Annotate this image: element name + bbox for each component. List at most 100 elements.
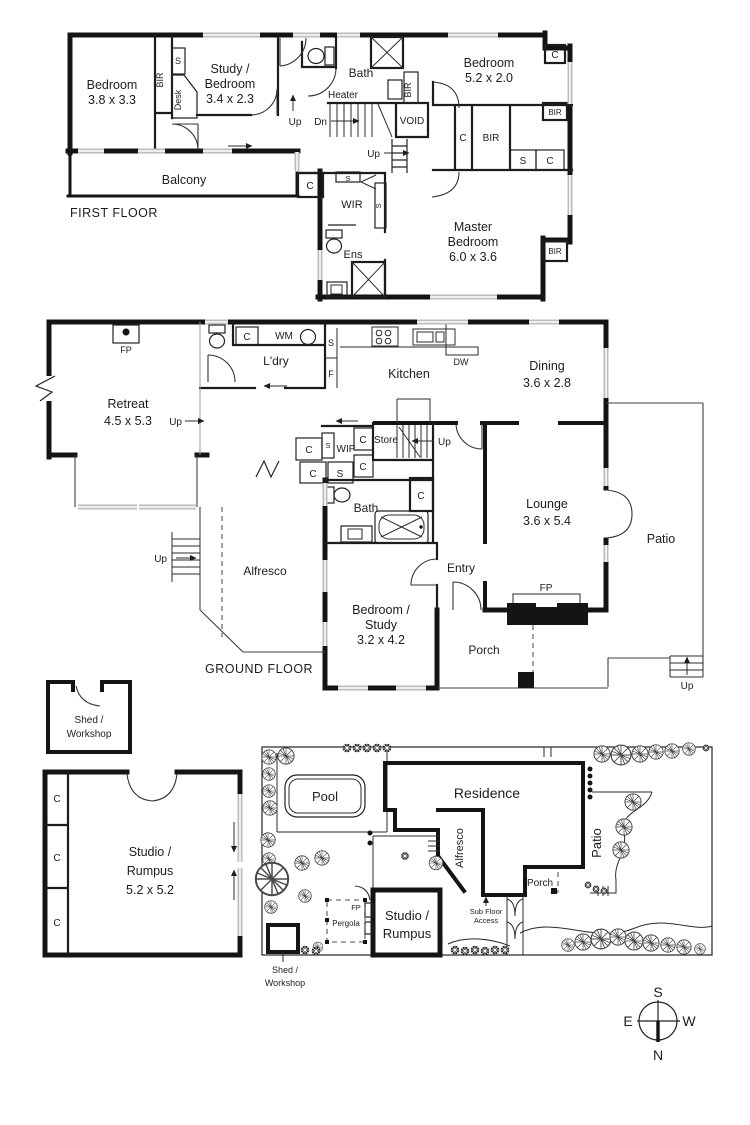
label-porch: Porch — [468, 643, 499, 657]
label-up: Up — [681, 681, 694, 692]
label-studio-dims: 5.2 x 5.2 — [126, 883, 174, 897]
label-patio-site: Patio — [589, 828, 604, 858]
stairs-icon — [171, 532, 201, 582]
label-bedroom2-name: Bedroom — [464, 56, 515, 70]
shower-icon — [369, 35, 405, 70]
label-c: C — [309, 469, 316, 480]
closet-c-box — [543, 43, 567, 65]
label-alfresco: Alfresco — [243, 564, 287, 578]
door-arc — [279, 37, 307, 67]
first-floor-plan: Bedroom 3.8 x 3.3 Study / Bedroom 3.4 x … — [65, 30, 574, 302]
label-store: Store — [374, 435, 398, 446]
label-bedroom2-dims: 5.2 x 2.0 — [465, 71, 513, 85]
label-fp-site: FP — [351, 903, 361, 912]
label-void: VOID — [400, 116, 424, 127]
door-arc — [171, 123, 199, 151]
label-lounge-dims: 3.6 x 5.4 — [523, 514, 571, 528]
label-balcony: Balcony — [162, 173, 207, 187]
label-c: C — [551, 50, 558, 61]
label-s: S — [345, 174, 350, 183]
residence-outline — [383, 761, 585, 897]
french-doors-arcs — [605, 489, 633, 539]
studio-plan: C C C Studio / Rumpus 5.2 x 5.2 — [42, 769, 243, 958]
closet-c-box — [235, 326, 259, 346]
door-arc — [207, 354, 236, 383]
label-study-dims: 3.4 x 2.3 — [206, 92, 254, 106]
fireplace-icon — [507, 593, 588, 625]
label-study-name1: Study / — [211, 62, 250, 76]
closet-c-box — [535, 149, 565, 171]
closet-c-box — [299, 461, 327, 484]
vanity-icon — [326, 281, 348, 298]
label-master-name1: Master — [454, 220, 492, 234]
label-first-floor-title: FIRST FLOOR — [70, 206, 158, 220]
label-patio: Patio — [647, 532, 676, 546]
label-bedroom1-name: Bedroom — [87, 78, 138, 92]
porch-post — [518, 672, 534, 688]
gate-arcs — [506, 895, 524, 955]
label-ground-floor-title: GROUND FLOOR — [205, 662, 313, 676]
label-retreat-dims: 4.5 x 5.3 — [104, 414, 152, 428]
ground-floor-plan: FP Retreat 4.5 x 5.3 Up L'dry C WM S F K… — [34, 319, 704, 692]
shower-icon — [350, 260, 387, 299]
label-up: Up — [289, 117, 302, 128]
label-ens: Ens — [344, 249, 363, 261]
toilet-icon — [208, 324, 226, 349]
label-wip: WIP — [337, 444, 356, 455]
label-c: C — [359, 462, 366, 473]
label-dining-name: Dining — [529, 359, 564, 373]
compass-west-label: W — [682, 1013, 696, 1029]
compass-south-label: S — [653, 984, 662, 1000]
label-c: C — [306, 181, 313, 192]
closet-s-box — [327, 461, 354, 484]
closet-c-box — [353, 454, 374, 478]
label-up: Up — [438, 437, 451, 448]
sink-icon — [412, 328, 456, 346]
pool-icon — [284, 774, 366, 818]
shed-plan: Shed / Workshop — [46, 680, 132, 754]
label-studio-name1: Studio / — [129, 845, 172, 859]
label-shed-site1: Shed / — [272, 965, 299, 975]
washing-machine-icon — [299, 328, 317, 346]
rail-chevron — [359, 174, 377, 190]
label-wir: WIR — [341, 199, 362, 211]
stairs-outline — [396, 398, 431, 423]
label-s: S — [374, 203, 383, 208]
label-residence: Residence — [454, 785, 520, 801]
toilet-icon — [307, 46, 335, 66]
closet-c-box — [296, 171, 325, 199]
door-arc — [354, 885, 371, 901]
label-c: C — [305, 445, 312, 456]
label-up: Up — [169, 417, 182, 428]
label-lounge-name: Lounge — [526, 497, 568, 511]
label-dw: DW — [454, 357, 469, 367]
label-fp: FP — [540, 583, 553, 594]
closet-bir-box — [541, 101, 569, 122]
label-f: F — [328, 369, 334, 379]
label-bir: BIR — [403, 82, 413, 98]
label-desk: Desk — [173, 89, 183, 110]
label-sub-floor2: Access — [474, 916, 498, 925]
label-c: C — [546, 156, 553, 167]
label-bath: Bath — [349, 66, 374, 80]
label-shed-site2: Workshop — [265, 978, 305, 988]
label-bir: BIR — [548, 108, 562, 117]
label-master-name2: Bedroom — [448, 235, 499, 249]
site-boundary — [261, 746, 713, 956]
label-bath: Bath — [354, 501, 379, 515]
label-c: C — [359, 435, 366, 446]
label-fp: FP — [120, 345, 132, 355]
closet-s-box — [321, 432, 335, 459]
label-c: C — [53, 918, 60, 929]
site-plan: Pool Residence Alfresco Patio Porch Sub … — [254, 742, 713, 988]
label-c: C — [53, 853, 60, 864]
label-alfresco-site: Alfresco — [454, 828, 466, 868]
label-heater: Heater — [328, 90, 359, 101]
label-studio-name2: Rumpus — [127, 864, 174, 878]
shelf-box — [335, 171, 361, 183]
garden-bed-line — [447, 922, 713, 947]
wall-break — [255, 459, 280, 479]
label-study-name2: Bedroom — [205, 77, 256, 91]
fireplace-icon — [112, 324, 140, 344]
